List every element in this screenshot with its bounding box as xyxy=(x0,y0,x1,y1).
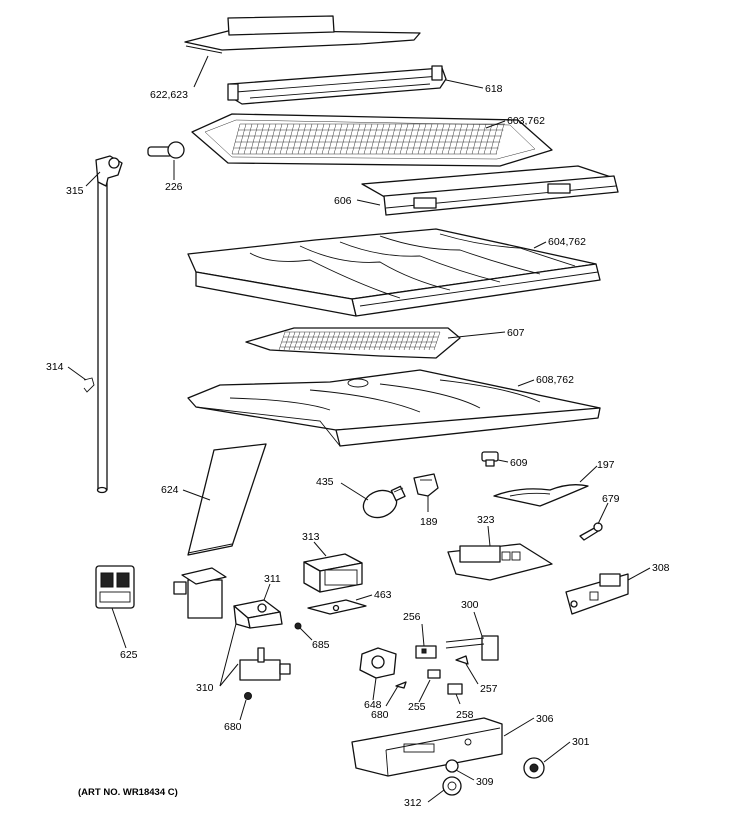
part-control-311 xyxy=(233,599,283,629)
callout-189: 189 xyxy=(420,516,438,528)
callout-310: 310 xyxy=(196,682,214,694)
callout-309: 309 xyxy=(476,776,494,788)
part-cover-622-623 xyxy=(184,15,421,54)
part-257 xyxy=(455,655,469,665)
part-timer-648 xyxy=(359,647,397,679)
callout-648: 648 xyxy=(364,699,382,711)
part-screw-680-right xyxy=(395,681,407,689)
callout-226: 226 xyxy=(165,181,183,193)
part-255 xyxy=(427,669,441,679)
part-463 xyxy=(307,599,367,615)
part-bracket-308 xyxy=(565,573,629,615)
part-tray-604 xyxy=(187,228,601,317)
part-timer-310 xyxy=(239,647,291,681)
part-screw-680-left xyxy=(244,692,252,700)
callout-300: 300 xyxy=(461,599,479,611)
callout-607: 607 xyxy=(507,327,525,339)
callout-624: 624 xyxy=(161,484,179,496)
callout-679: 679 xyxy=(602,493,620,505)
part-plug-226 xyxy=(147,141,185,159)
part-knob-312 xyxy=(442,776,462,796)
part-wire-shelf-603 xyxy=(191,113,553,167)
part-screw-685 xyxy=(294,622,302,630)
callout-323: 323 xyxy=(477,514,495,526)
part-knob-309 xyxy=(445,759,459,773)
part-screw-679 xyxy=(579,522,603,541)
callout-609: 609 xyxy=(510,457,528,469)
part-switch-625 xyxy=(95,565,135,609)
part-rail-618 xyxy=(227,65,447,105)
callout-680-right: 680 xyxy=(371,709,389,721)
callout-618: 618 xyxy=(485,83,503,95)
callout-685: 685 xyxy=(312,639,330,651)
callout-680-left: 680 xyxy=(224,721,242,733)
leader-lines xyxy=(67,55,651,803)
callout-258: 258 xyxy=(456,709,474,721)
part-258 xyxy=(447,683,463,695)
callout-255: 255 xyxy=(408,701,426,713)
callout-labels: 622,623 618 603,762 226 315 606 604,762 … xyxy=(46,83,670,809)
callout-256: 256 xyxy=(403,611,421,623)
part-bracket-606 xyxy=(361,165,619,216)
part-duct-624 xyxy=(173,443,267,619)
part-bracket-323 xyxy=(447,543,553,581)
callout-622-623: 622,623 xyxy=(150,89,188,101)
part-mesh-607 xyxy=(245,327,461,359)
callout-311: 311 xyxy=(264,573,281,585)
part-clip-609 xyxy=(481,451,499,467)
callout-312: 312 xyxy=(404,797,422,809)
part-housing-306 xyxy=(351,717,503,777)
callout-625: 625 xyxy=(120,649,138,661)
part-harness-197 xyxy=(493,484,589,507)
callout-606: 606 xyxy=(334,195,352,207)
callout-315: 315 xyxy=(66,185,84,197)
callout-308: 308 xyxy=(652,562,670,574)
callout-603-762: 603,762 xyxy=(507,115,545,127)
callout-435: 435 xyxy=(316,476,334,488)
callout-314: 314 xyxy=(46,361,64,373)
callout-257: 257 xyxy=(480,683,498,695)
callout-197: 197 xyxy=(597,459,615,471)
part-socket-189 xyxy=(413,473,439,497)
part-bulb-435 xyxy=(362,485,406,519)
part-connector-256 xyxy=(415,645,437,659)
callout-463: 463 xyxy=(374,589,392,601)
callout-306: 306 xyxy=(536,713,554,725)
part-block-313 xyxy=(303,553,363,593)
art-number: (ART NO. WR18434 C) xyxy=(78,787,178,798)
callout-604-762: 604,762 xyxy=(548,236,586,248)
part-switch-300 xyxy=(445,635,499,661)
part-knob-301 xyxy=(523,757,545,779)
callout-301: 301 xyxy=(572,736,590,748)
callout-608-762: 608,762 xyxy=(536,374,574,386)
part-tray-608 xyxy=(187,369,601,447)
part-rod-315 xyxy=(83,155,123,494)
callout-313: 313 xyxy=(302,531,320,543)
